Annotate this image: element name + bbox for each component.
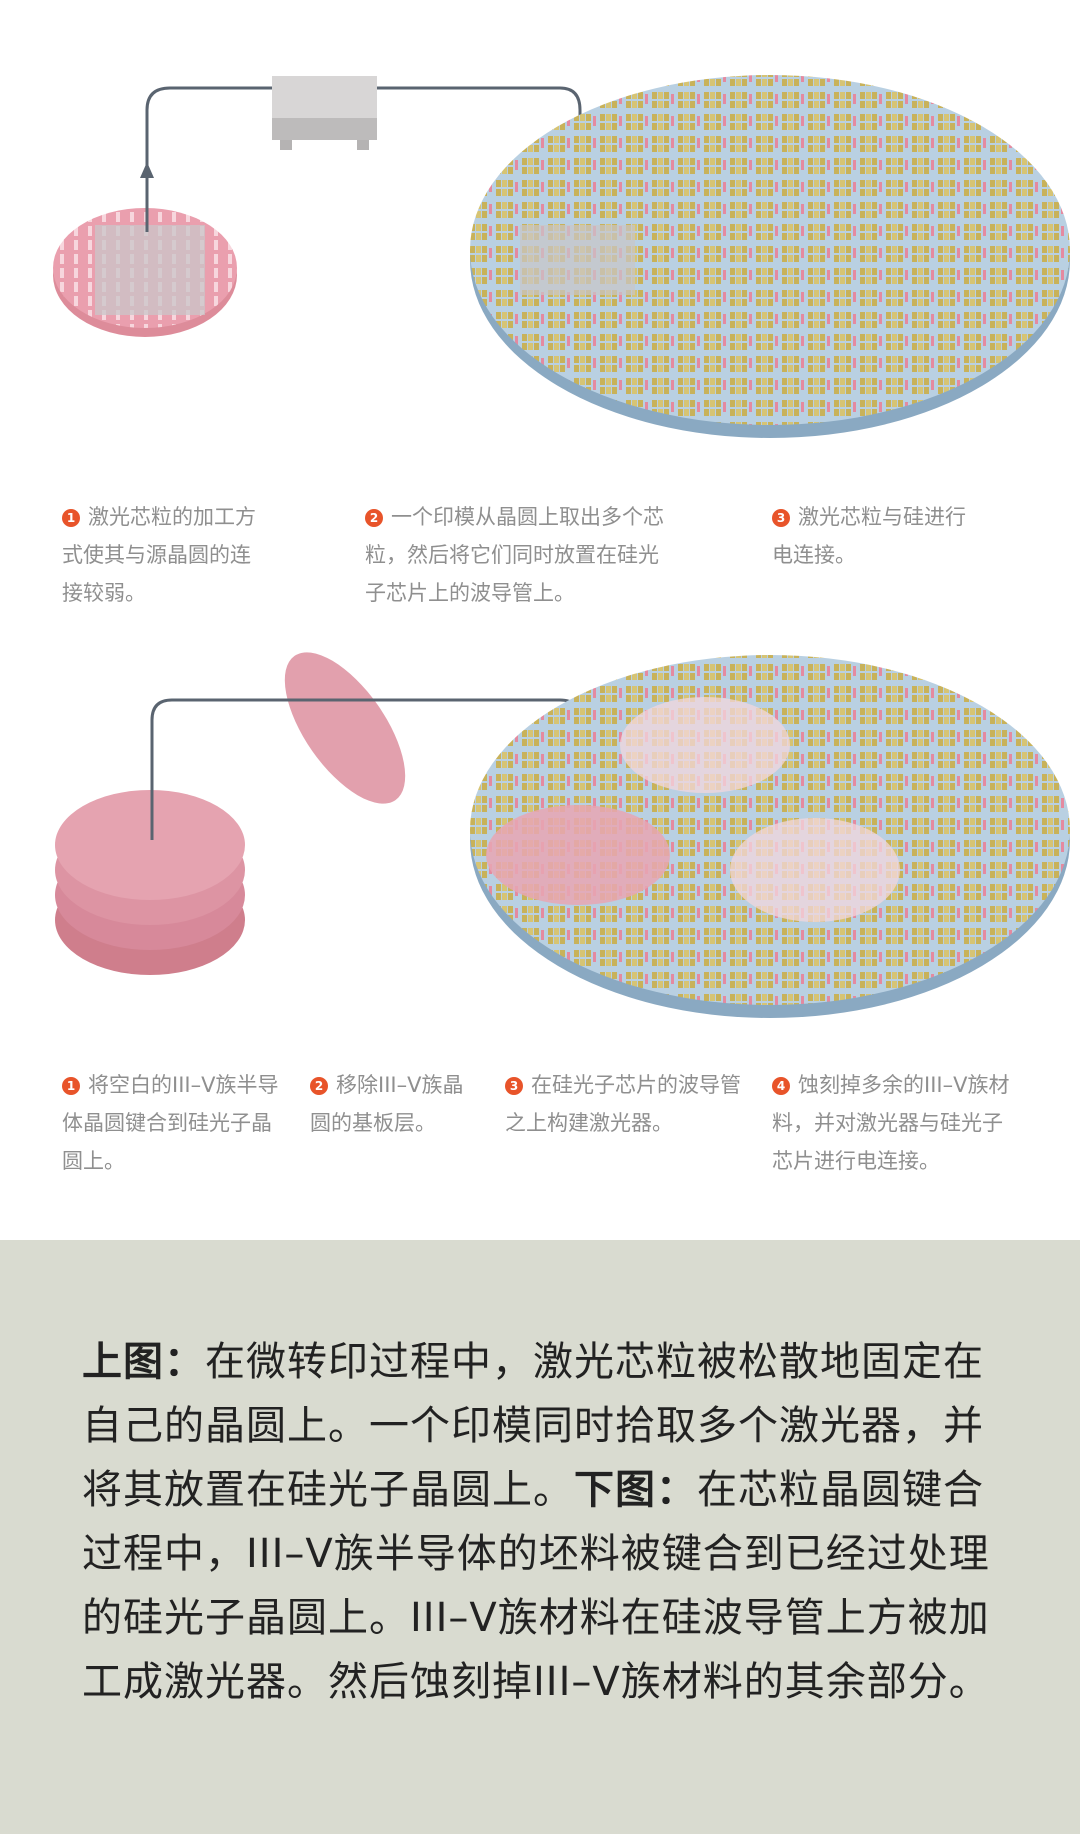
step-text: 蚀刻掉多余的III–V族材料，并对激光器与硅光子芯片进行电连接。 [772,1073,1010,1173]
illustration [53,75,1070,1018]
stamp-top [272,76,377,150]
step-number-badge: 1 [62,1077,80,1095]
caption-top-text: 在微转印过程中，激光芯粒被松散地固定在自己的晶圆上。一个印模同时拾取多个激光器，… [82,1339,984,1513]
caption-bottom-label: 下图： [574,1467,697,1513]
step-number-badge: 3 [505,1077,523,1095]
transfer-path-top [145,86,582,250]
step-number-badge: 3 [772,509,790,527]
caption-panel: 上图：在微转印过程中，激光芯粒被松散地固定在自己的晶圆上。一个印模同时拾取多个激… [0,1240,1080,1834]
step-text: 一个印模从晶圆上取出多个芯粒，然后将它们同时放置在硅光子芯片上的波导管上。 [365,505,664,605]
caption-bottom-text: 在芯粒晶圆键合过程中，III–V族半导体的坯料被键合到已经过处理的硅光子晶圆上。… [82,1467,990,1705]
source-wafer-top [53,208,237,337]
silicon-wafer-bottom [470,655,1070,1018]
silicon-wafer-top [470,75,1070,438]
figure-caption: 上图：在微转印过程中，激光芯粒被松散地固定在自己的晶圆上。一个印模同时拾取多个激… [82,1330,1002,1714]
iii-v-wafer-stack [55,790,245,975]
step-text: 移除III–V族晶圆的基板层。 [310,1073,464,1135]
step-text: 将空白的III–V族半导体晶圆键合到硅光子晶圆上。 [62,1073,279,1173]
removed-substrate-wafer [284,652,406,804]
step-text: 激光芯粒与硅进行电连接。 [772,505,966,567]
step-number-badge: 1 [62,509,80,527]
step-text: 在硅光子芯片的波导管之上构建激光器。 [505,1073,741,1135]
step-number-badge: 2 [365,509,383,527]
step-text: 激光芯粒的加工方式使其与源晶圆的连接较弱。 [62,505,256,605]
step-number-badge: 2 [310,1077,328,1095]
step-number-badge: 4 [772,1077,790,1095]
caption-top-label: 上图： [82,1339,205,1385]
